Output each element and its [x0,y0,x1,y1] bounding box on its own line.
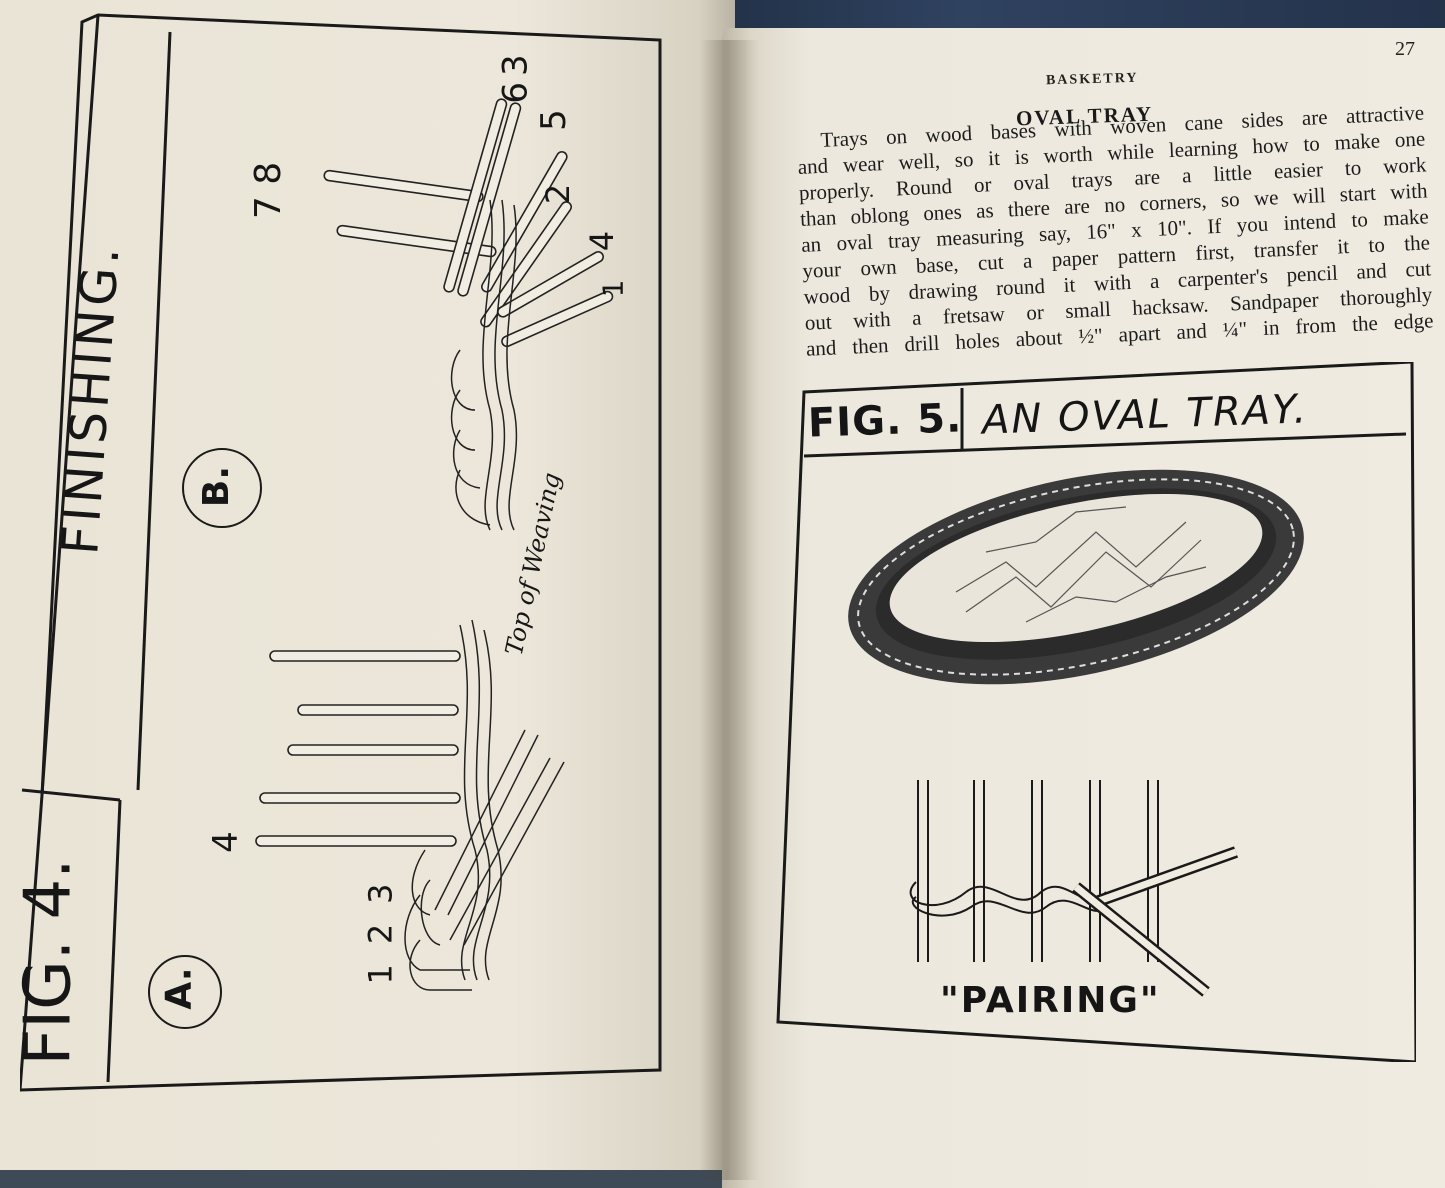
panel-a-number-4: 4 [205,831,246,853]
figure-4-header-divider [21,788,121,802]
figure-4-title-divider [136,31,172,791]
number-3: 3 [361,863,400,904]
figure-5-header-divider [803,432,1407,458]
pairing-illustration [909,780,1239,997]
page-number: 27 [1395,38,1415,60]
body-paragraph: Trays on wood bases with woven cane side… [796,100,1434,362]
panel-b-weave [450,199,518,531]
panel-b-badge [182,448,262,528]
pairing-caption: "PAIRING" [940,980,1161,1021]
figure-5-frame [776,362,1416,1062]
number-1: 1 [361,944,400,985]
panel-a-label: A. [158,967,200,1010]
figure-4-frame-inner-line [40,14,100,796]
panel-b-number-4: 4 [583,230,622,252]
panel-a-numbers: 123 [362,863,400,984]
panel-a-badge [148,955,222,1029]
number-2: 2 [361,903,400,945]
figure-5-oval-tray [776,362,1416,1062]
running-head: BASKETRY [1045,70,1139,89]
figure-5-label: FIG. 5. [807,395,963,447]
panel-b-number-5: 5 [533,109,574,131]
panel-b-stakes [323,98,614,348]
panel-b-number-2: 2 [539,183,578,205]
panel-a-stakes [255,650,461,847]
figure-4-finishing [20,13,662,1092]
panel-b-label: B. [196,465,238,508]
book-gutter [700,40,760,1180]
figure-4-frame [20,13,662,1092]
panel-a-weave [404,619,565,991]
number-6: 6 [495,76,536,104]
panel-b-number-7-8: 7 8 [248,161,290,220]
oval-tray-illustration [848,469,1304,685]
number-3b: 3 [495,48,536,76]
panel-b-number-1: 1 [596,279,630,298]
panel-b-number-6-3: 63 [496,48,536,103]
left-page [0,0,735,1170]
figure-4-label: FIG. 4. [11,858,86,1066]
